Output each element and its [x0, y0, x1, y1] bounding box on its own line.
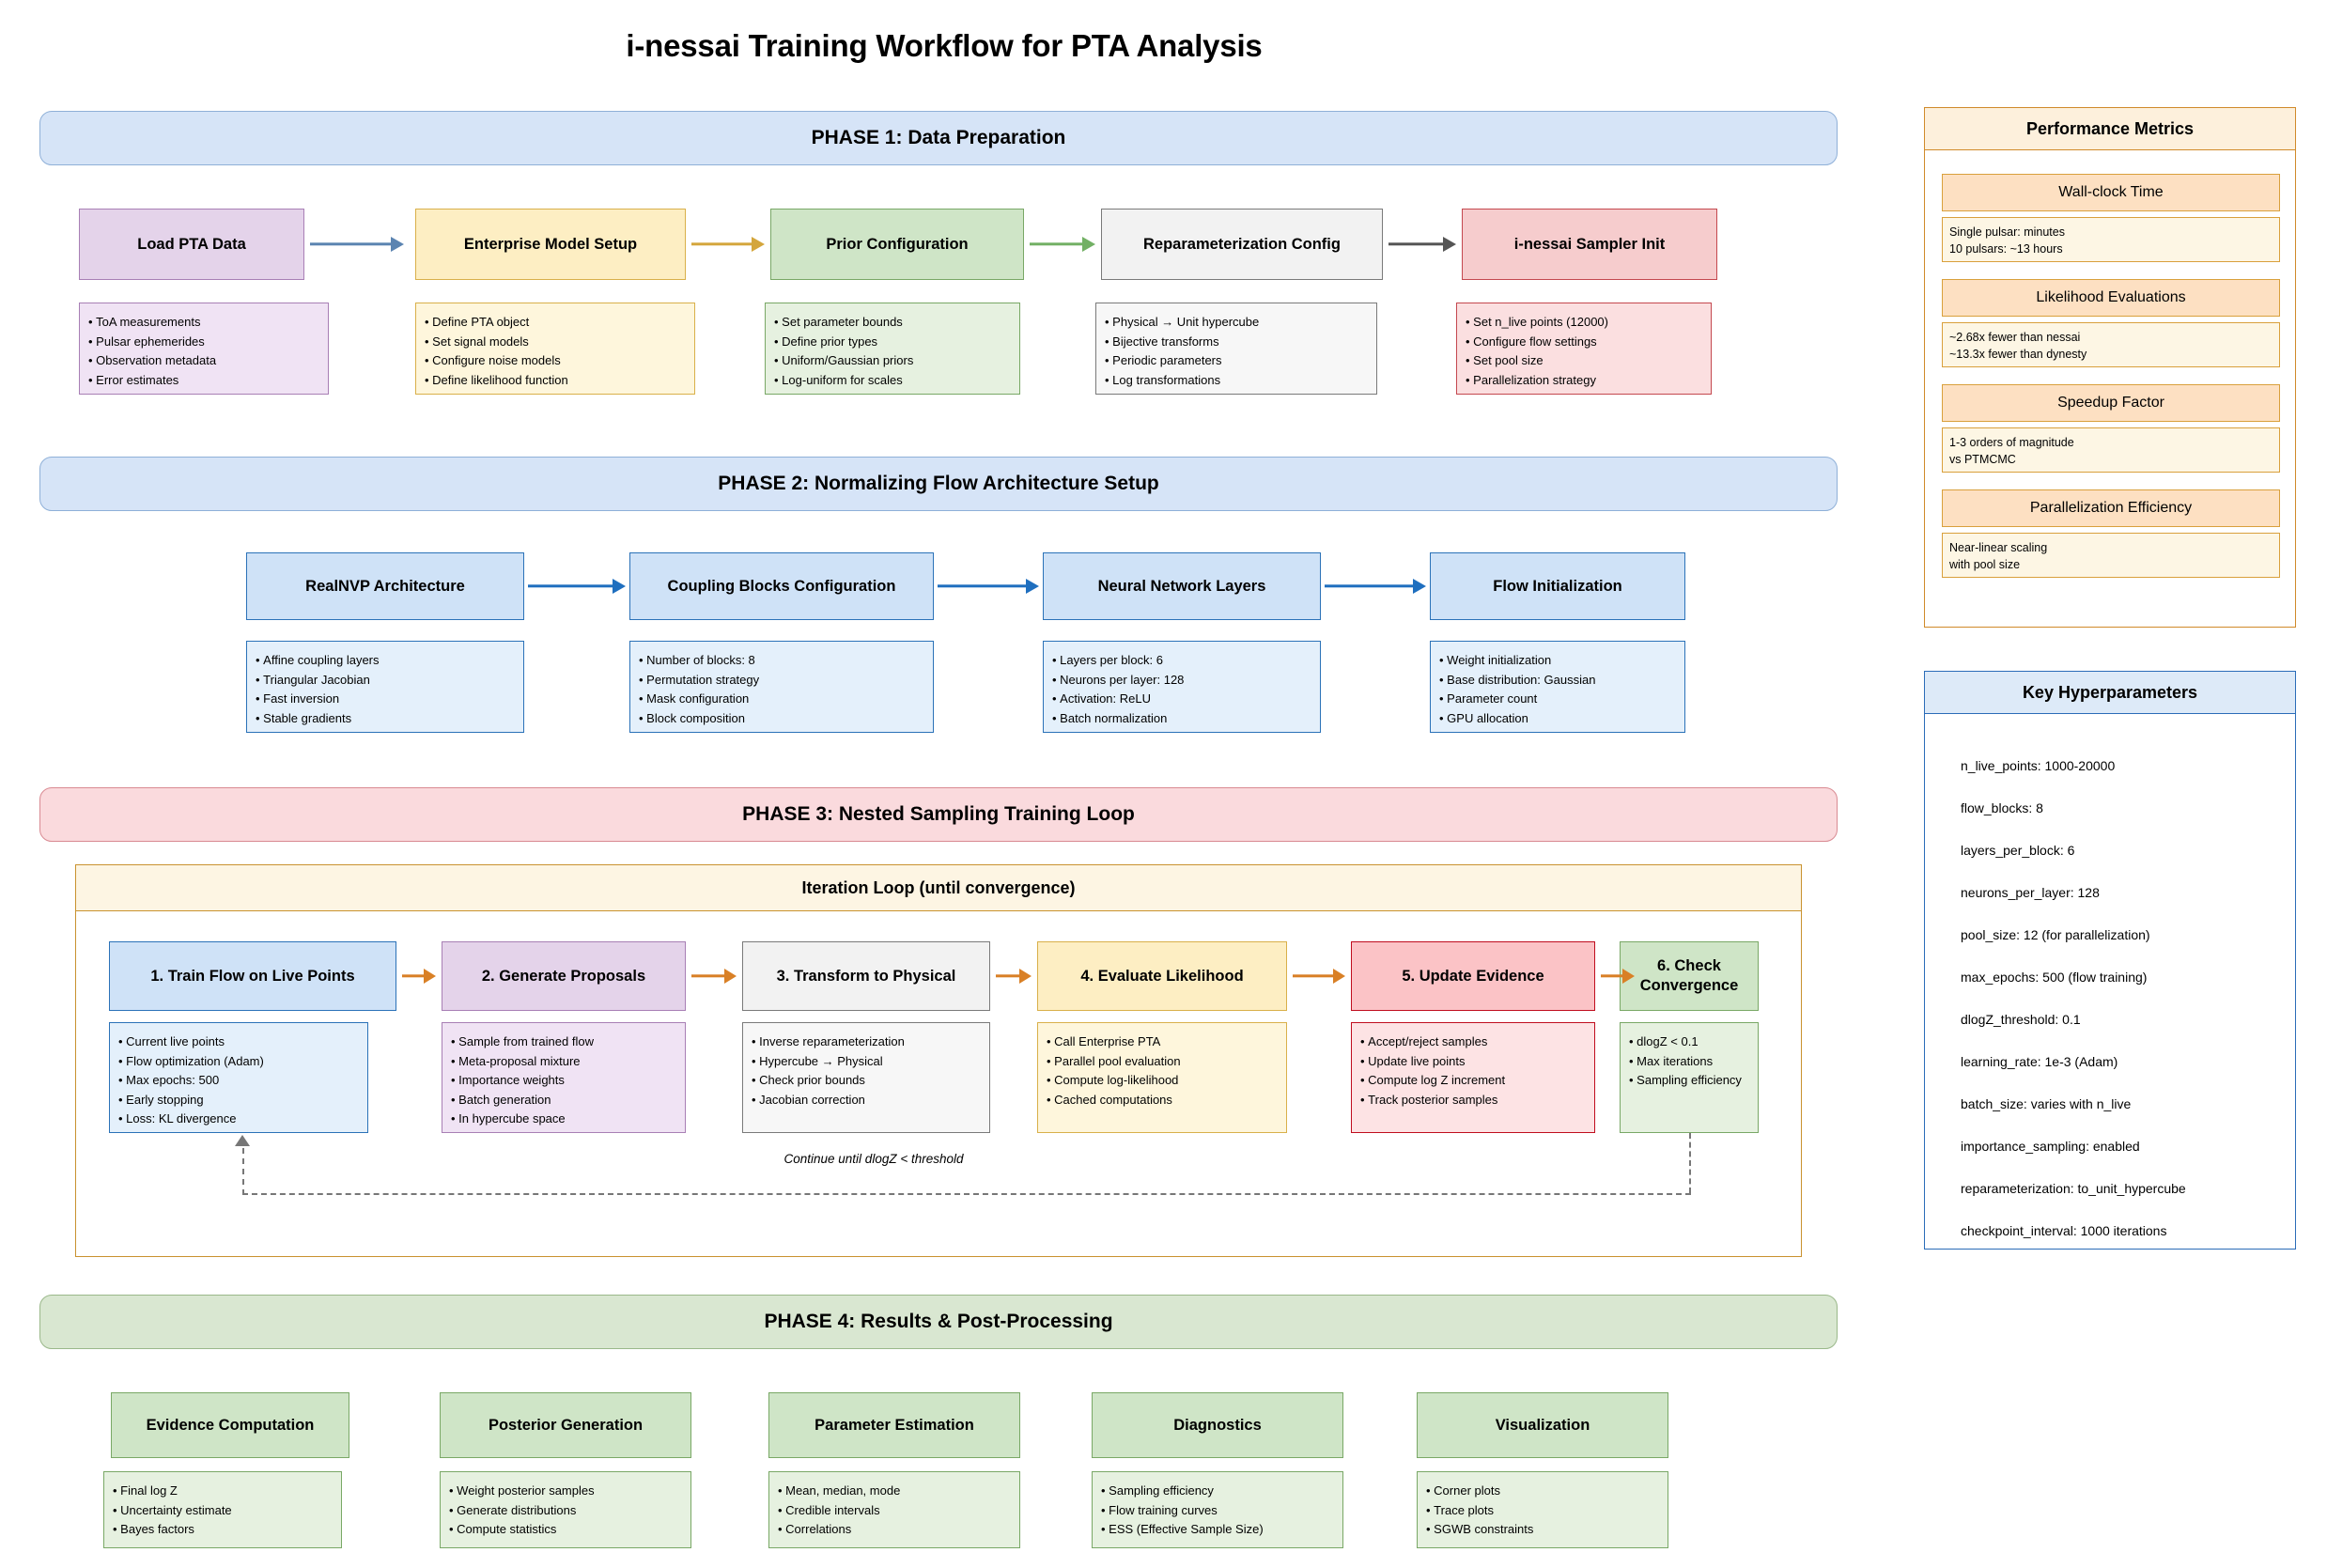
- detail-enterprise-model-setup: Define PTA object Set signal models Conf…: [415, 303, 695, 395]
- node-coupling-blocks-configuration[interactable]: Coupling Blocks Configuration: [629, 552, 934, 620]
- hyper-item-n-live-points: n_live_points: 1000-20000: [1961, 758, 2116, 773]
- performance-metrics-panel: Performance Metrics Wall-clock Time Sing…: [1924, 107, 2296, 628]
- detail-diagnostics: Sampling efficiency Flow training curves…: [1092, 1471, 1343, 1548]
- detail-neural-network-layers: Layers per block: 6 Neurons per layer: 1…: [1043, 641, 1321, 733]
- hyper-item-dlogz-threshold: dlogZ_threshold: 0.1: [1961, 1012, 2081, 1027]
- loop-caption: Continue until dlogZ < threshold: [783, 1152, 964, 1166]
- node-evaluate-likelihood[interactable]: 4. Evaluate Likelihood: [1037, 941, 1287, 1011]
- node-parameter-estimation[interactable]: Parameter Estimation: [768, 1392, 1020, 1458]
- detail-i-nessai-sampler-init: Set n_live points (12000) Configure flow…: [1456, 303, 1712, 395]
- detail-prior-configuration: Set parameter bounds Define prior types …: [765, 303, 1020, 395]
- detail-check-convergence: dlogZ < 0.1 Max iterations Sampling effi…: [1620, 1022, 1759, 1133]
- node-realnvp-architecture[interactable]: RealNVP Architecture: [246, 552, 524, 620]
- detail-flow-initialization: Weight initialization Base distribution:…: [1430, 641, 1685, 733]
- iteration-loop-header: Iteration Loop (until convergence): [76, 865, 1801, 911]
- metric-head-wall-clock-time: Wall-clock Time: [1942, 174, 2280, 211]
- hyper-item-checkpoint-interval: checkpoint_interval: 1000 iterations: [1961, 1223, 2167, 1238]
- node-prior-configuration[interactable]: Prior Configuration: [770, 209, 1024, 280]
- metric-body-likelihood-evaluations: ~2.68x fewer than nessai~13.3x fewer tha…: [1942, 322, 2280, 367]
- hyper-item-learning-rate: learning_rate: 1e-3 (Adam): [1961, 1054, 2118, 1069]
- performance-metrics-title: Performance Metrics: [1924, 107, 2296, 150]
- detail-load-pta-data: ToA measurements Pulsar ephemerides Obse…: [79, 303, 329, 395]
- hyper-item-pool-size: pool_size: 12 (for parallelization): [1961, 927, 2150, 942]
- node-train-flow-on-live-points[interactable]: 1. Train Flow on Live Points: [109, 941, 396, 1011]
- node-transform-to-physical[interactable]: 3. Transform to Physical: [742, 941, 990, 1011]
- detail-train-flow-on-live-points: Current live points Flow optimization (A…: [109, 1022, 368, 1133]
- node-i-nessai-sampler-init[interactable]: i-nessai Sampler Init: [1462, 209, 1717, 280]
- detail-visualization: Corner plots Trace plots SGWB constraint…: [1417, 1471, 1668, 1548]
- detail-parameter-estimation: Mean, median, mode Credible intervals Co…: [768, 1471, 1020, 1548]
- detail-posterior-generation: Weight posterior samples Generate distri…: [440, 1471, 691, 1548]
- loop-line-down: [1689, 1133, 1691, 1193]
- node-diagnostics[interactable]: Diagnostics: [1092, 1392, 1343, 1458]
- hyper-item-neurons-per-layer: neurons_per_layer: 128: [1961, 885, 2100, 900]
- node-generate-proposals[interactable]: 2. Generate Proposals: [442, 941, 686, 1011]
- phase-banner-4: PHASE 4: Results & Post-Processing: [39, 1295, 1838, 1349]
- metric-head-speedup-factor: Speedup Factor: [1942, 384, 2280, 422]
- page-title: i-nessai Training Workflow for PTA Analy…: [626, 28, 1263, 63]
- node-neural-network-layers[interactable]: Neural Network Layers: [1043, 552, 1321, 620]
- detail-evidence-computation: Final log Z Uncertainty estimate Bayes f…: [103, 1471, 342, 1548]
- metric-head-parallelization-efficiency: Parallelization Efficiency: [1942, 489, 2280, 527]
- phase-banner-3: PHASE 3: Nested Sampling Training Loop: [39, 787, 1838, 842]
- node-update-evidence[interactable]: 5. Update Evidence: [1351, 941, 1595, 1011]
- metric-head-likelihood-evaluations: Likelihood Evaluations: [1942, 279, 2280, 317]
- node-reparameterization-config[interactable]: Reparameterization Config: [1101, 209, 1383, 280]
- node-evidence-computation[interactable]: Evidence Computation: [111, 1392, 349, 1458]
- loop-line-across: [242, 1193, 1691, 1195]
- hyper-item-max-epochs: max_epochs: 500 (flow training): [1961, 970, 2148, 985]
- detail-evaluate-likelihood: Call Enterprise PTA Parallel pool evalua…: [1037, 1022, 1287, 1133]
- detail-realnvp-architecture: Affine coupling layers Triangular Jacobi…: [246, 641, 524, 733]
- loop-line-up: [242, 1148, 244, 1195]
- hyper-item-flow-blocks: flow_blocks: 8: [1961, 800, 2043, 815]
- loop-arrow-head-icon: [235, 1135, 250, 1146]
- phase-banner-2: PHASE 2: Normalizing Flow Architecture S…: [39, 457, 1838, 511]
- phase-banner-1: PHASE 1: Data Preparation: [39, 111, 1838, 165]
- hyper-item-batch-size: batch_size: varies with n_live: [1961, 1096, 2132, 1111]
- hyper-item-importance-sampling: importance_sampling: enabled: [1961, 1139, 2140, 1154]
- node-visualization[interactable]: Visualization: [1417, 1392, 1668, 1458]
- detail-reparameterization-config: Physical → Unit hypercube Bijective tran…: [1095, 303, 1377, 395]
- detail-generate-proposals: Sample from trained flow Meta-proposal m…: [442, 1022, 686, 1133]
- node-posterior-generation[interactable]: Posterior Generation: [440, 1392, 691, 1458]
- key-hyperparameters-panel: Key Hyperparameters n_live_points: 1000-…: [1924, 671, 2296, 1250]
- detail-update-evidence: Accept/reject samples Update live points…: [1351, 1022, 1595, 1133]
- hyper-item-reparameterization: reparameterization: to_unit_hypercube: [1961, 1181, 2186, 1196]
- detail-transform-to-physical: Inverse reparameterization Hypercube → P…: [742, 1022, 990, 1133]
- node-load-pta-data[interactable]: Load PTA Data: [79, 209, 304, 280]
- hyper-item-layers-per-block: layers_per_block: 6: [1961, 843, 2075, 858]
- node-enterprise-model-setup[interactable]: Enterprise Model Setup: [415, 209, 686, 280]
- node-flow-initialization[interactable]: Flow Initialization: [1430, 552, 1685, 620]
- detail-coupling-blocks-configuration: Number of blocks: 8 Permutation strategy…: [629, 641, 934, 733]
- key-hyperparameters-title: Key Hyperparameters: [1924, 671, 2296, 714]
